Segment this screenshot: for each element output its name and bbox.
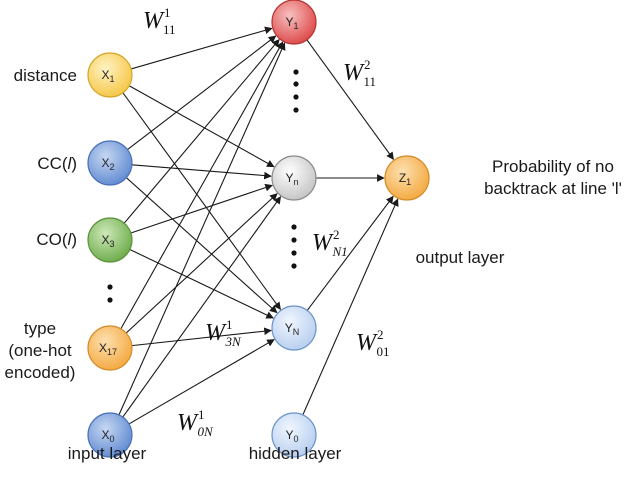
edge-x17-yN [131,327,272,347]
node-yN: YN [271,305,317,351]
node-x1: X1 [87,52,133,98]
node-x2: X2 [87,140,133,186]
edge-x17-y1 [120,41,284,330]
input-layer-label: input layer [68,444,147,463]
node-y1: Y1 [271,0,317,45]
output-layer-label: output layer [416,248,505,267]
node-z1: Z1 [384,155,430,201]
feature-label-distance: distance [14,66,77,85]
feature-label-co: CO(l) [36,230,77,249]
node-yn: Yn [271,155,317,201]
edge-x1-y1 [130,26,273,70]
node-x0: X0 [87,412,133,458]
edge-x0-yn [122,196,282,418]
feature-label-cc: CC(l) [37,154,77,173]
edge-x0-y1 [118,42,286,416]
edge-x3-y1 [123,38,280,224]
edge-yN-z1 [306,195,394,311]
connection-edges [118,26,399,425]
edge-x2-yN [126,177,278,314]
node-x3: X3 [87,217,133,263]
edge-x1-yn [128,85,275,168]
edge-y0-z1 [302,198,399,416]
edge-x1-yN [122,92,281,311]
edge-x0-yN [128,339,275,425]
node-y0: Y0 [271,412,317,458]
edge-x2-yn [131,164,272,180]
ellipsis-dots [107,69,299,303]
edge-x17-yn [125,193,278,334]
edge-x3-yn [130,183,273,234]
node-x17: X17 [87,325,133,371]
edge-y1-z1 [306,39,394,160]
edge-x2-y1 [127,35,277,151]
edge-x3-yN [129,248,274,319]
hidden-layer-label: hidden layer [249,444,342,463]
